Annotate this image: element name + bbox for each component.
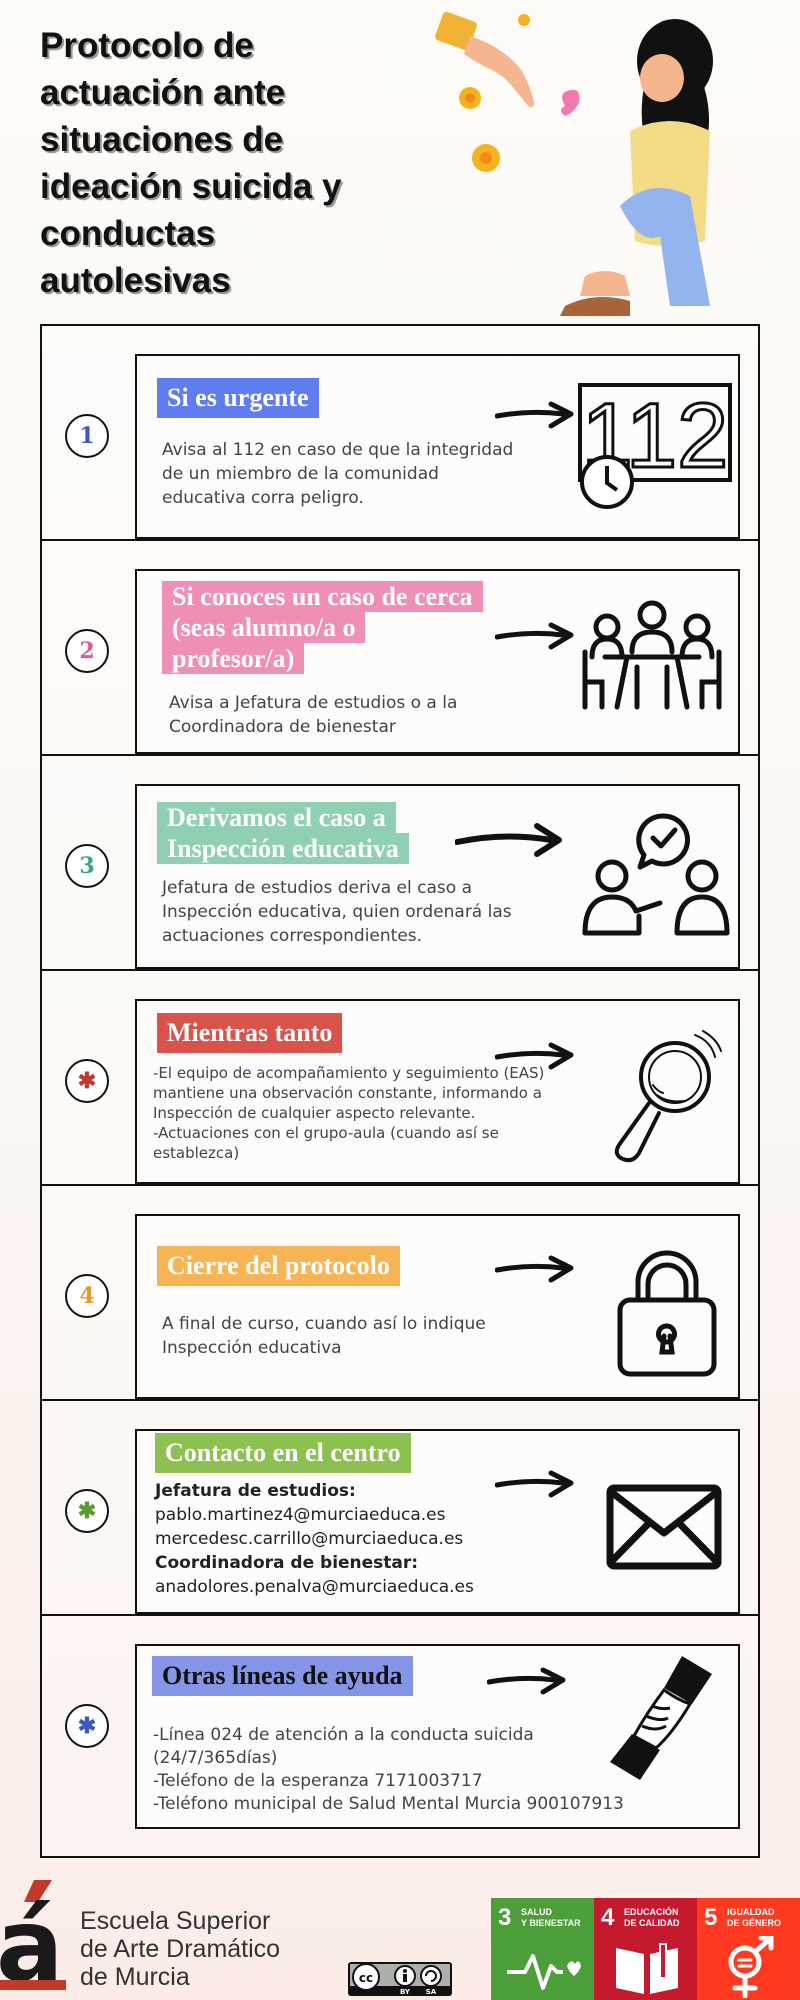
right-arrow-icon: [455, 823, 562, 857]
step-card: Contacto en el centro Jefatura de estudi…: [135, 1429, 740, 1614]
contact-label: Coordinadora de bienestar:: [155, 1553, 419, 1573]
logo-accent-icon: [24, 1880, 52, 1902]
contact-email[interactable]: anadolores.penalva@murciaeduca.es: [155, 1577, 474, 1597]
svg-text:cc: cc: [359, 1971, 373, 1985]
cc-icon: [352, 1963, 380, 1991]
step-heading: Si conoces un caso de cerca (seas alumno…: [162, 577, 483, 678]
share-alike-icon: [420, 1965, 442, 1987]
step-heading: Mientras tanto: [157, 1013, 343, 1053]
right-arrow-icon: [495, 401, 574, 429]
step-row-contact: ✱ Contacto en el centro Jefatura de estu…: [42, 1401, 758, 1616]
school-logo: á: [0, 1880, 66, 1990]
contact-list: Jefatura de estudios: pablo.martinez4@mu…: [155, 1479, 474, 1599]
contact-email[interactable]: mercedesc.carrillo@murciaeduca.es: [155, 1529, 464, 1549]
step-row-urgent: 1 Si es urgente Avisa al 112 en caso de …: [42, 326, 758, 541]
reaching-hand-icon: [435, 11, 534, 108]
step-card: Mientras tanto -El equipo de acompañamie…: [135, 999, 740, 1184]
gender-equality-icon: [728, 1936, 774, 1998]
sitting-person-illustration: [560, 19, 713, 316]
step-number: 2: [65, 629, 109, 673]
heartbeat-icon: [507, 1954, 581, 1990]
flower-icon: [459, 14, 530, 172]
step-number: 4: [65, 1274, 109, 1318]
step-row-closing: 4 Cierre del protocolo A final de curso,…: [42, 1186, 758, 1401]
step-row-known-case: 2 Si conoces un caso de cerca (seas alum…: [42, 541, 758, 756]
svg-text:á: á: [0, 1887, 63, 1990]
protocol-table: 1 Si es urgente Avisa al 112 en caso de …: [40, 324, 760, 1858]
right-arrow-icon: [495, 1042, 574, 1070]
step-card: Cierre del protocolo A final de curso, c…: [135, 1214, 740, 1399]
creative-commons-badge: cc BY SA: [348, 1962, 452, 1996]
envelope-icon: [606, 1484, 722, 1570]
svg-text:BY: BY: [400, 1988, 411, 1996]
step-number: ✱: [65, 1704, 109, 1748]
hero-illustration: [435, 11, 713, 316]
step-card: Si es urgente Avisa al 112 en caso de qu…: [135, 354, 740, 539]
step-number: ✱: [65, 1489, 109, 1533]
right-arrow-icon: [495, 1470, 574, 1498]
magnifying-glass-icon: [614, 1030, 722, 1163]
right-arrow-icon: [487, 1667, 566, 1695]
step-description: Avisa al 112 en caso de que la integrida…: [162, 440, 514, 508]
emergency-112-icon: 112: [578, 383, 732, 509]
step-card: Otras líneas de ayuda -Línea 024 de aten…: [135, 1644, 740, 1829]
right-arrow-icon: [495, 622, 574, 650]
step-heading: Otras líneas de ayuda: [152, 1656, 413, 1696]
step-heading: Contacto en el centro: [155, 1433, 411, 1473]
step-number: 1: [65, 414, 109, 458]
step-description: -Línea 024 de atención a la conducta sui…: [153, 1725, 624, 1814]
step-heading: Cierre del protocolo: [157, 1246, 400, 1286]
people-chat-check-icon: [582, 813, 730, 936]
book-icon: [616, 1943, 678, 1994]
step-description: -El equipo de acompañamiento y seguimien…: [153, 1064, 545, 1162]
step-row-other-help: ✱ Otras líneas de ayuda -Línea 024 de at…: [42, 1616, 758, 1860]
heart-icon: [561, 89, 580, 116]
step-row-inspection: 3 Derivamos el caso a Inspección educati…: [42, 756, 758, 971]
step-card: Si conoces un caso de cerca (seas alumno…: [135, 569, 740, 754]
meeting-table-icon: [582, 600, 722, 710]
step-number: ✱: [65, 1059, 109, 1103]
padlock-icon: [617, 1250, 717, 1377]
step-row-meanwhile: ✱ Mientras tanto -El equipo de acompañam…: [42, 971, 758, 1186]
step-number: 3: [65, 844, 109, 888]
helping-hands-icon: [610, 1656, 712, 1780]
contact-label: Jefatura de estudios:: [155, 1481, 356, 1501]
contact-email[interactable]: pablo.martinez4@murciaeduca.es: [155, 1505, 446, 1525]
right-arrow-icon: [495, 1255, 574, 1283]
step-heading: Si es urgente: [157, 378, 319, 418]
svg-text:SA: SA: [426, 1988, 437, 1996]
page-title: Protocolo de actuación ante situaciones …: [40, 26, 342, 300]
step-heading: Derivamos el caso a Inspección educativa: [157, 798, 409, 868]
step-card: Derivamos el caso a Inspección educativa…: [135, 784, 740, 969]
